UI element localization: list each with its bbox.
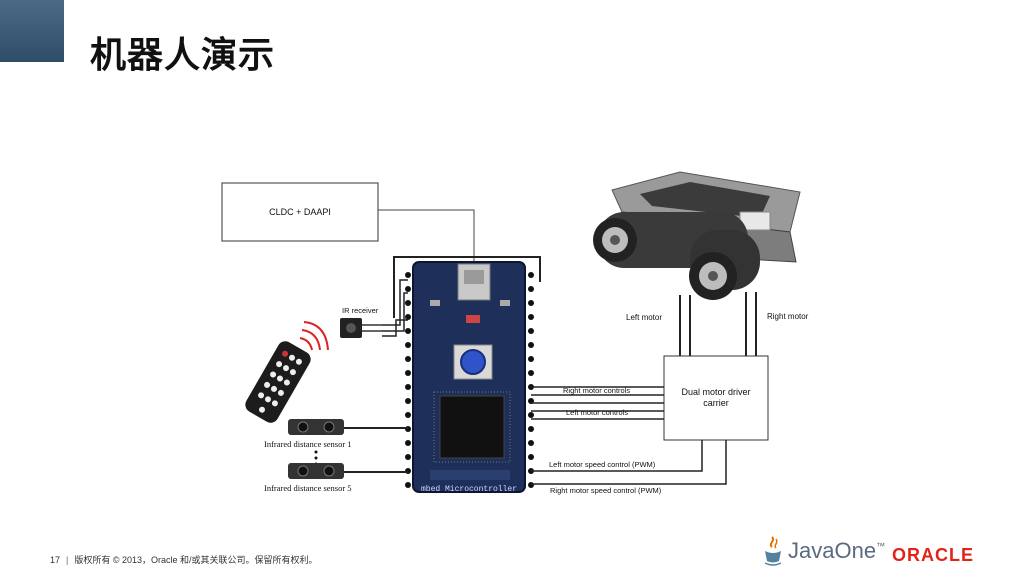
copyright-text: 版权所有 © 2013，Oracle 和/或其关联公司。保留所有权利。 [74, 555, 318, 565]
right-motor-controls-label: Right motor controls [563, 386, 630, 395]
motor-wires [679, 292, 757, 356]
page-number: 17 [50, 555, 61, 565]
left-pwm-wire [531, 440, 703, 472]
ir-receiver-label: IR receiver [342, 306, 379, 315]
slide-footer: 17 | 版权所有 © 2013，Oracle 和/或其关联公司。保留所有权利。 [50, 553, 318, 566]
sensor-5-label: Infrared distance sensor 5 [264, 483, 352, 493]
ir-wire-3 [382, 319, 408, 337]
left-motor-label: Left motor [626, 313, 662, 322]
board-cable-loop [393, 256, 541, 318]
corner-accent-block [0, 0, 64, 62]
motor-driver-label-line2: carrier [703, 398, 729, 408]
board-pins-right [528, 272, 534, 488]
ir-receiver [340, 318, 382, 338]
javaone-wordmark: JavaOne [788, 538, 877, 563]
ir-wire-1 [382, 279, 408, 326]
ir-wire-2 [382, 292, 408, 332]
right-motor-label: Right motor [767, 312, 809, 321]
control-wires [531, 386, 664, 420]
javaone-trademark: ™ [876, 541, 886, 551]
distance-sensor-5 [288, 463, 344, 479]
robot-chassis [593, 171, 801, 300]
left-motor-controls-label: Left motor controls [566, 408, 628, 417]
motor-driver-box [663, 355, 769, 441]
motor-driver-label-line1: Dual motor driver [681, 387, 750, 397]
ir-remote [245, 341, 311, 423]
ir-signal-icon [299, 321, 329, 351]
board-pins-left [405, 272, 411, 488]
left-pwm-label: Left motor speed control (PWM) [549, 460, 656, 469]
mbed-board: mbed Microcontroller [412, 261, 526, 494]
cldc-box-label: CLDC + DAAPI [269, 207, 331, 217]
java-cup-icon [764, 536, 782, 566]
footer-separator: | [66, 555, 69, 565]
slide-title: 机器人演示 [90, 35, 276, 76]
sensor-1-label: Infrared distance sensor 1 [264, 439, 352, 449]
oracle-logo: ORACLE [892, 545, 974, 565]
right-pwm-label: Right motor speed control (PWM) [550, 486, 662, 495]
cldc-usb-wire [378, 209, 475, 268]
cldc-box [221, 182, 379, 242]
mbed-board-label: mbed Microcontroller [421, 485, 517, 494]
right-pwm-wire [531, 440, 727, 485]
distance-sensor-1 [288, 419, 344, 435]
